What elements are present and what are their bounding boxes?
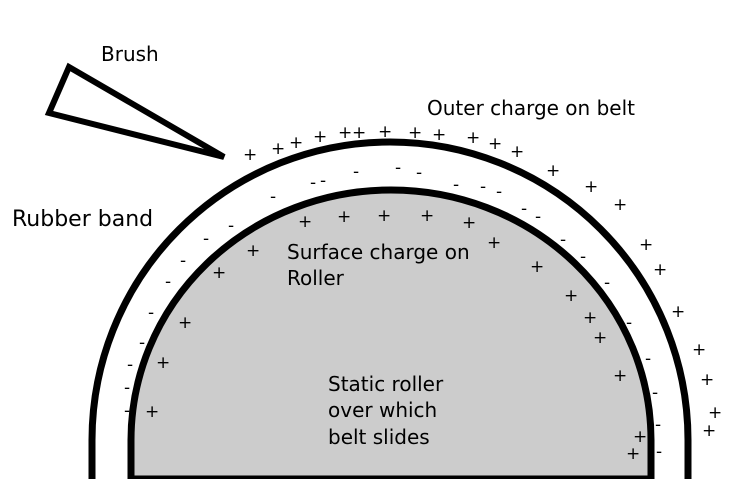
belt-minus-sign: -: [580, 247, 586, 267]
roller-plus-sign: +: [178, 313, 192, 333]
roller-label-line2: over which: [328, 398, 437, 422]
static-roller: [127, 186, 655, 479]
brush-label: Brush: [101, 42, 159, 66]
belt-minus-sign: -: [496, 182, 502, 202]
belt-minus-sign: -: [604, 273, 610, 293]
outer-plus-sign: +: [692, 340, 706, 360]
belt-minus-sign: -: [560, 230, 566, 250]
charge-signs: + + + + + + + + + + + + + + + + + + + + …: [124, 122, 722, 464]
roller-label-line1: Static roller: [328, 372, 444, 396]
belt-minus-sign: -: [416, 163, 422, 183]
outer-plus-sign: +: [488, 134, 502, 154]
outer-plus-sign: +: [546, 161, 560, 181]
belt-minus-sign: -: [124, 401, 130, 421]
belt-minus-sign: -: [453, 175, 459, 195]
belt-minus-sign: -: [310, 173, 316, 193]
belt-minus-sign: -: [127, 355, 133, 375]
belt-minus-sign: -: [626, 313, 632, 333]
outer-plus-sign: +: [708, 403, 722, 423]
belt-minus-sign: -: [203, 229, 209, 249]
roller-plus-sign: +: [564, 286, 578, 306]
outer-plus-sign: +: [584, 177, 598, 197]
belt-minus-sign: -: [353, 162, 359, 182]
surface-charge-label-line2: Roller: [287, 266, 345, 290]
outer-plus-sign: +: [466, 128, 480, 148]
belt-minus-sign: -: [165, 272, 171, 292]
roller-plus-sign: +: [246, 241, 260, 261]
roller-plus-sign: +: [377, 206, 391, 226]
roller-plus-sign: +: [613, 366, 627, 386]
belt-minus-sign: -: [535, 207, 541, 227]
outer-plus-sign: +: [408, 123, 422, 143]
outer-plus-sign: +: [432, 125, 446, 145]
belt-minus-sign: -: [645, 349, 651, 369]
outer-plus-sign: +: [271, 139, 285, 159]
roller-plus-sign: +: [462, 213, 476, 233]
roller-plus-sign: +: [337, 207, 351, 227]
roller-plus-sign: +: [156, 353, 170, 373]
belt-minus-sign: -: [148, 303, 154, 323]
outer-plus-sign: +: [510, 142, 524, 162]
outer-plus-sign: +: [700, 370, 714, 390]
belt-minus-sign: -: [395, 158, 401, 178]
outer-plus-sign: +: [671, 302, 685, 322]
roller-plus-sign: +: [530, 257, 544, 277]
belt-minus-sign: -: [655, 415, 661, 435]
rubber-band-label: Rubber band: [12, 207, 153, 232]
roller-plus-sign: +: [583, 308, 597, 328]
roller-plus-sign: +: [298, 212, 312, 232]
belt-minus-sign: -: [124, 378, 130, 398]
belt-minus-sign: -: [521, 199, 527, 219]
belt-minus-sign: -: [652, 383, 658, 403]
belt-minus-sign: -: [139, 333, 145, 353]
roller-plus-sign: +: [633, 427, 647, 447]
outer-plus-sign: +: [702, 421, 716, 441]
outer-plus-sign: +: [243, 145, 257, 165]
belt-minus-sign: -: [228, 216, 234, 236]
outer-plus-sign: +: [653, 260, 667, 280]
roller-label-line3: belt slides: [328, 425, 430, 449]
surface-charge-label-line1: Surface charge on: [287, 240, 470, 264]
belt-minus-sign: -: [656, 442, 662, 462]
outer-plus-sign: +: [613, 195, 627, 215]
belt-minus-sign: -: [270, 187, 276, 207]
outer-plus-sign: +: [338, 123, 352, 143]
brush-shape: [44, 62, 226, 160]
roller-plus-sign: +: [145, 402, 159, 422]
belt-minus-sign: -: [480, 177, 486, 197]
roller-plus-sign: +: [420, 206, 434, 226]
outer-plus-sign: +: [378, 122, 392, 142]
roller-plus-sign: +: [487, 233, 501, 253]
roller-plus-sign: +: [626, 444, 640, 464]
outer-plus-sign: +: [352, 123, 366, 143]
belt-minus-sign: -: [180, 251, 186, 271]
outer-plus-sign: +: [639, 235, 653, 255]
rubber-band-belt: [88, 138, 692, 479]
outer-charge-label: Outer charge on belt: [427, 96, 635, 120]
roller-plus-sign: +: [593, 328, 607, 348]
belt-minus-sign: -: [320, 171, 326, 191]
outer-plus-sign: +: [289, 133, 303, 153]
roller-plus-sign: +: [212, 263, 226, 283]
outer-plus-sign: +: [313, 127, 327, 147]
